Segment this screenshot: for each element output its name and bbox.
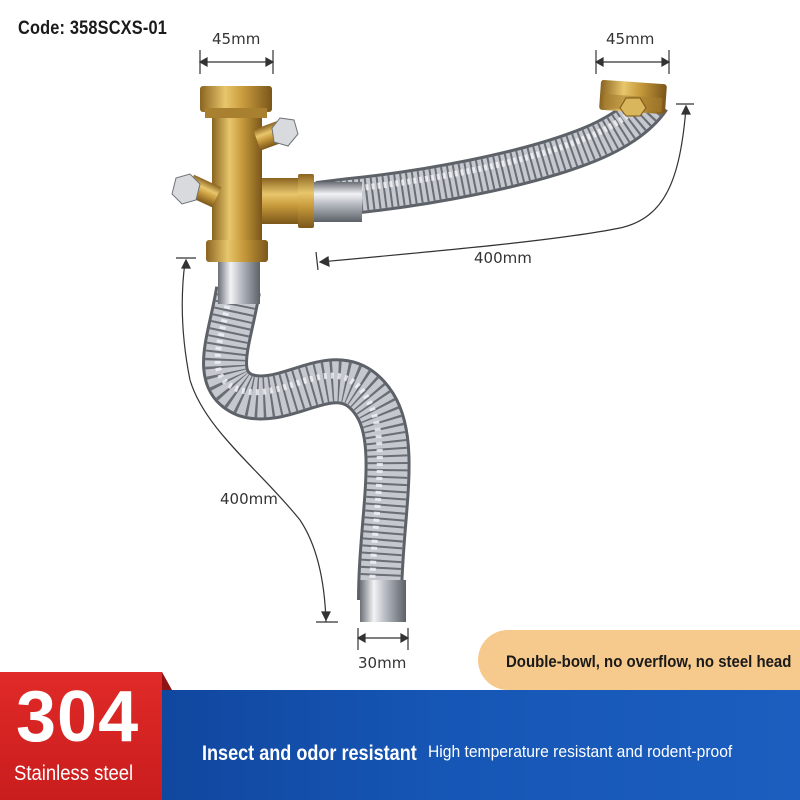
right-brass-nut (599, 79, 667, 117)
material-number: 304 (16, 677, 140, 757)
feature-insect-odor: Insect and odor resistant (202, 742, 417, 765)
feature-badge (478, 630, 800, 690)
product-code: Code: 358SCXS-01 (18, 18, 167, 39)
feature-heat-rodent: High temperature resistant and rodent-pr… (428, 742, 733, 761)
dimension-vertical: 400mm (220, 490, 278, 508)
brass-tee (171, 86, 314, 262)
dimension-lines (176, 50, 694, 650)
dimension-top-right: 45mm (606, 30, 655, 48)
dimension-outlet: 30mm (358, 654, 407, 672)
material-label: Stainless steel (14, 762, 134, 785)
dimension-horizontal: 400mm (474, 249, 532, 267)
dimension-top-left: 45mm (212, 30, 261, 48)
horizontal-hose (312, 88, 668, 222)
material-tab-fold (162, 672, 172, 690)
vertical-hose (202, 258, 411, 622)
material-tab (0, 672, 162, 800)
feature-badge-text: Double-bowl, no overflow, no steel head (506, 652, 792, 671)
